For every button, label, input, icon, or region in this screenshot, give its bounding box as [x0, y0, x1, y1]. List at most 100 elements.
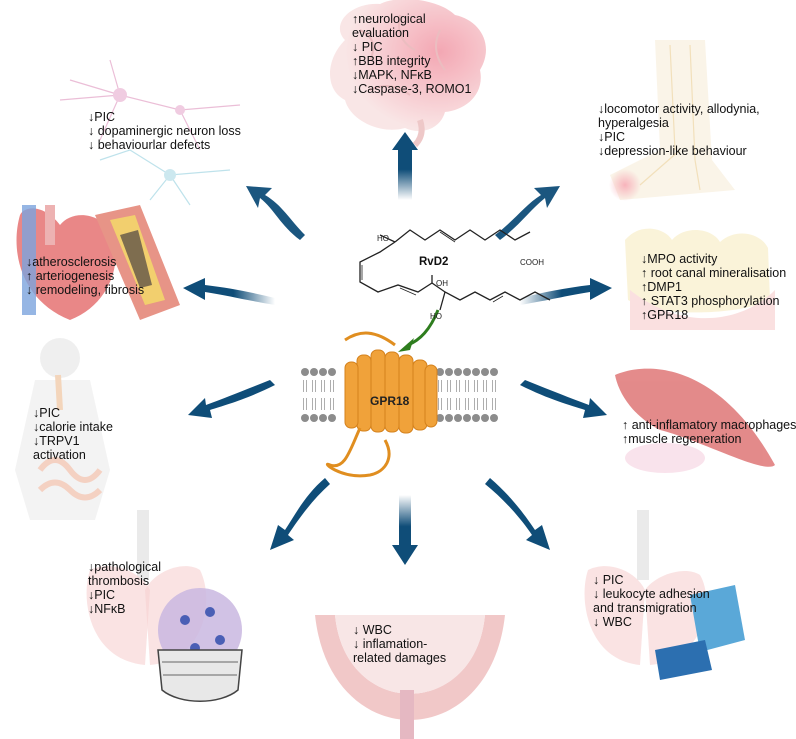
arrow-right-lower: [520, 380, 607, 418]
panel-line: ↑ anti-inflamatory macrophages: [622, 418, 796, 432]
panel-line: ↓ leukocyte adhesion: [593, 587, 710, 601]
lipid-head: [310, 368, 318, 376]
panel-line: ↓ dopaminergic neuron loss: [88, 124, 241, 138]
panel-line: ↓Caspase-3, ROMO1: [352, 82, 472, 96]
molecule-label: RvD2: [419, 256, 449, 268]
asthma-lungs-illustration: [584, 510, 745, 680]
panel-line: and transmigration: [593, 601, 697, 615]
panel-line: ↓pathological: [88, 560, 161, 574]
panel-leg: ↓locomotor activity, allodynia,hyperalge…: [598, 102, 760, 158]
lipid-tail: [456, 380, 460, 392]
rvd2-structure: [359, 229, 551, 311]
panel-line: ↑BBB integrity: [352, 54, 431, 68]
panel-line: activation: [33, 448, 86, 462]
panel-line: ↓calorie intake: [33, 420, 113, 434]
panel-line: ↓NFκB: [88, 602, 126, 616]
gut-illustration: [15, 338, 110, 520]
atom-ho-top: HO: [377, 234, 389, 243]
lipid-tail: [438, 398, 442, 410]
panel-line: ↓atherosclerosis: [26, 255, 117, 269]
panel-line: ↓depression-like behaviour: [598, 144, 747, 158]
arrow-upper-right: [495, 186, 560, 240]
panel-heart: ↓atherosclerosis↑ arteriogenesis↓ remode…: [26, 255, 144, 297]
lipid-head: [319, 368, 327, 376]
lipid-tail: [474, 398, 478, 410]
lipid-tail: [465, 398, 469, 410]
arrow-left-upper: [183, 278, 275, 305]
panel-line: ↓PIC: [88, 110, 116, 124]
panel-line: ↑neurological: [352, 12, 426, 26]
lipid-head: [328, 414, 336, 422]
arrow-right-upper: [520, 278, 612, 305]
lipid-head: [454, 414, 462, 422]
lipid-head: [310, 414, 318, 422]
panel-line: evaluation: [352, 26, 409, 40]
panel-line: ↓ PIC: [593, 573, 624, 587]
lipid-head: [490, 414, 498, 422]
lipid-head: [463, 368, 471, 376]
meninges-illustration: [315, 615, 505, 739]
lipid-tail: [321, 380, 325, 392]
covid-lungs-illustration: [86, 510, 243, 702]
arrow-down: [392, 495, 418, 565]
leg-illustration: [609, 40, 735, 201]
panel-line: ↑ STAT3 phosphorylation: [641, 294, 780, 308]
panel-muscle: ↑ anti-inflamatory macrophages↑muscle re…: [622, 418, 796, 446]
neurons-illustration: [59, 59, 241, 206]
panel-line: ↓PIC: [88, 588, 116, 602]
lipid-tail: [483, 398, 487, 410]
panel-line: ↑DMP1: [641, 280, 682, 294]
lipid-tail: [438, 380, 442, 392]
panel-line: ↓PIC: [598, 130, 626, 144]
lipid-head: [445, 414, 453, 422]
brain-illustration: [330, 0, 486, 148]
panel-line: ↓ WBC: [593, 615, 632, 629]
lipid-head: [436, 368, 444, 376]
lipid-tail: [447, 380, 451, 392]
lipid-tail: [330, 380, 334, 392]
panel-line: ↓ behaviourlar defects: [88, 138, 211, 152]
teeth-illustration: [625, 228, 775, 330]
lipid-head: [445, 368, 453, 376]
lipid-head: [463, 414, 471, 422]
panel-meninges: ↓ WBC↓ inflamation-related damages: [353, 623, 446, 665]
panel-line: ↓TRPV1: [33, 434, 80, 448]
muscle-illustration: [615, 368, 775, 473]
lipid-tail: [465, 380, 469, 392]
panel-neurons: ↓PIC↓ dopaminergic neuron loss↓ behaviou…: [88, 110, 241, 152]
gpr18-receptor: [326, 331, 438, 478]
lipid-tail: [303, 380, 307, 392]
arrows: [183, 132, 612, 565]
panel-line: related damages: [353, 651, 447, 665]
arrow-left-lower: [188, 380, 275, 418]
lipid-tail: [303, 398, 307, 410]
lipid-tail: [312, 398, 316, 410]
binding-arrowhead: [398, 338, 414, 352]
panel-teeth: ↓MPO activity↑ root canal mineralisation…: [641, 252, 786, 322]
lipid-tail: [456, 398, 460, 410]
lipid-head: [301, 368, 309, 376]
panel-line: ↓ inflamation-: [353, 637, 428, 651]
panel-line: ↓ remodeling, fibrosis: [26, 283, 145, 297]
panel-line: ↑ arteriogenesis: [26, 269, 115, 283]
lipid-tail: [492, 398, 496, 410]
lipid-head: [472, 368, 480, 376]
lipid-tail: [492, 380, 496, 392]
lipid-tail: [312, 380, 316, 392]
panel-line: ↑muscle regeneration: [622, 432, 742, 446]
panel-line: ↑ root canal mineralisation: [641, 266, 787, 280]
lipid-tail: [330, 398, 334, 410]
panel-line: hyperalgesia: [598, 116, 669, 130]
lipid-head: [481, 368, 489, 376]
panel-line: ↓ WBC: [353, 623, 392, 637]
lipid-tail: [483, 380, 487, 392]
lipid-tail: [447, 398, 451, 410]
panel-line: ↓MAPK, NFκB: [352, 68, 432, 82]
cell-membrane: [301, 368, 498, 422]
panel-line: ↓ PIC: [352, 40, 383, 54]
lipid-head: [490, 368, 498, 376]
